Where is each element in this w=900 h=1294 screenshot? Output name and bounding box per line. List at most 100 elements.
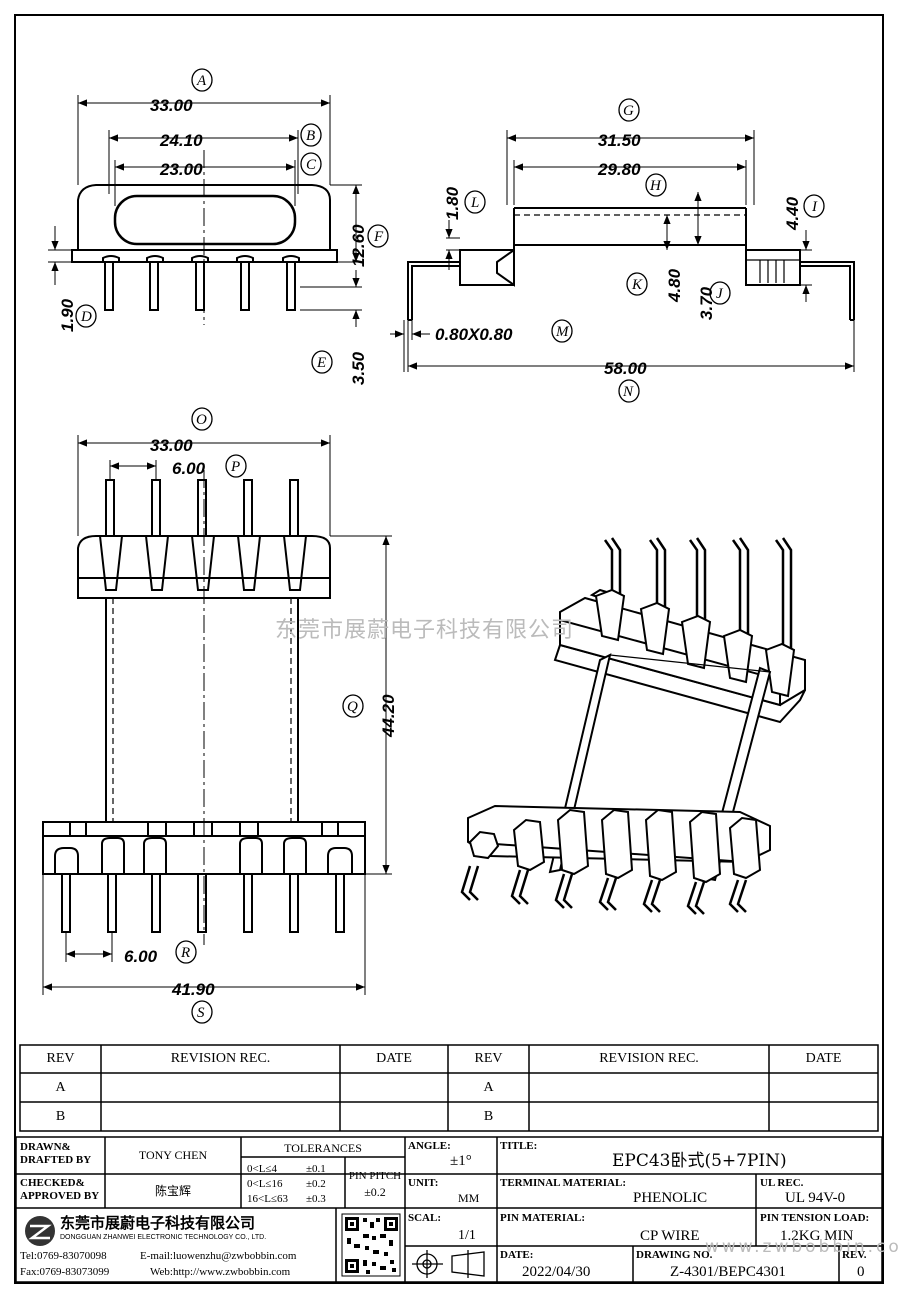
revision-rec-header-1: REVISION REC. xyxy=(170,1051,271,1066)
tol-value-3: ±0.3 xyxy=(306,1193,326,1205)
drawing-frame xyxy=(14,14,884,1284)
label-G: G xyxy=(623,103,634,119)
dim-B-value: 24.10 xyxy=(159,131,203,150)
watermark-url: www.zwbobbin.com xyxy=(705,1237,900,1257)
title-label: TITLE: xyxy=(500,1140,538,1152)
label-A: A xyxy=(196,73,207,89)
label-J: J xyxy=(716,286,724,302)
label-B: B xyxy=(306,128,315,144)
dim-G-value: 31.50 xyxy=(598,131,641,150)
scale-value: 1/1 xyxy=(458,1228,476,1243)
dim-N-value: 58.00 xyxy=(604,359,647,378)
company-email: E-mail:luowenzhu@zwbobbin.com xyxy=(140,1250,297,1262)
pin-pitch-value: ±0.2 xyxy=(364,1185,386,1199)
top-view-dimensions xyxy=(42,435,392,995)
angle-label: ANGLE: xyxy=(408,1140,451,1152)
label-O: O xyxy=(196,412,207,428)
iso-bottom-pin-bosses xyxy=(468,808,762,884)
terminal-material-label: TERMINAL MATERIAL: xyxy=(500,1177,627,1189)
label-H: H xyxy=(649,178,662,194)
rev-value: 0 xyxy=(857,1264,865,1280)
iso-top-pins xyxy=(603,537,793,654)
rev-row-a-right: A xyxy=(483,1080,494,1095)
label-M: M xyxy=(555,324,570,340)
front-view-pins xyxy=(102,255,300,311)
dim-O-value: 33.00 xyxy=(150,436,193,455)
dim-D-value: 1.90 xyxy=(58,298,77,332)
label-E: E xyxy=(316,355,326,371)
pin-pitch-label: PIN PITCH xyxy=(348,1170,402,1182)
drawn-label: DRAWN& DRAFTED BY xyxy=(20,1141,92,1166)
rev-header-1: REV xyxy=(46,1051,75,1066)
dim-M-value: 0.80X0.80 xyxy=(435,325,513,344)
dim-J-value: 3.70 xyxy=(697,286,716,320)
side-view-dimensions xyxy=(390,130,855,372)
drawing-no-label: DRAWING NO. xyxy=(636,1249,713,1261)
pin-tension-label: PIN TENSION LOAD: xyxy=(760,1212,870,1224)
tol-range-2: 0<L≤16 xyxy=(247,1178,283,1190)
rev-row-b-left: B xyxy=(55,1109,66,1124)
watermark-text: 东莞市展蔚电子科技有限公司 xyxy=(275,618,575,643)
top-view xyxy=(42,470,366,945)
date-value: 2022/04/30 xyxy=(522,1264,591,1280)
dim-C-value: 23.00 xyxy=(159,160,203,179)
pin-material-label: PIN MATERIAL: xyxy=(500,1212,586,1224)
unit-value: MM xyxy=(458,1191,480,1205)
ul-label: UL REC. xyxy=(760,1177,804,1189)
label-K: K xyxy=(631,277,643,293)
dim-K-value: 4.80 xyxy=(665,268,684,303)
company-name-cn: 东莞市展蔚电子科技有限公司 xyxy=(60,1214,256,1232)
dim-Q-value: 44.20 xyxy=(379,694,398,738)
ul-value: UL 94V-0 xyxy=(785,1190,846,1206)
tolerances-label: TOLERANCES xyxy=(284,1141,362,1155)
dim-R-value: 6.00 xyxy=(124,947,158,966)
dimension-labels xyxy=(75,68,825,1024)
front-view-dimensions xyxy=(48,95,362,327)
tol-value-2: ±0.2 xyxy=(306,1178,326,1190)
front-view xyxy=(71,150,338,325)
angle-value: ±1° xyxy=(450,1153,472,1169)
company-fax: Fax:0769-83073099 xyxy=(20,1266,110,1278)
pin-tension-value: 1.2KG MIN xyxy=(780,1228,854,1244)
top-view-lower-pins xyxy=(61,873,345,933)
label-L: L xyxy=(470,195,479,211)
tol-range-3: 16<L≤63 xyxy=(247,1193,288,1205)
dimension-texts: 33.00 24.10 23.00 1.90 3.50 12.60 31.50 … xyxy=(58,96,802,999)
iso-bottom-pins xyxy=(460,865,748,915)
company-name-en: DONGGUAN ZHANWEI ELECTRONIC TECHNOLOGY C… xyxy=(60,1234,267,1241)
dim-P-value: 6.00 xyxy=(172,459,206,478)
tol-value-1: ±0.1 xyxy=(306,1163,326,1175)
title-value: EPC43卧式(5+7PIN) xyxy=(612,1151,787,1171)
top-view-lower-pin-bosses xyxy=(54,837,353,874)
dim-I-value: 4.40 xyxy=(783,196,802,231)
label-Q: Q xyxy=(347,699,358,715)
pin-material-value: CP WIRE xyxy=(640,1228,700,1244)
rev-header-2: REV xyxy=(474,1051,503,1066)
date-header-2: DATE xyxy=(805,1051,842,1066)
dim-L-value: 1.80 xyxy=(443,186,462,220)
company-web: Web:http://www.zwbobbin.com xyxy=(150,1266,291,1278)
drawing-no-value: Z-4301/BEPC4301 xyxy=(670,1264,786,1280)
checked-value: 陈宝辉 xyxy=(154,1184,191,1198)
technical-drawing: 33.00 24.10 23.00 1.90 3.50 12.60 31.50 … xyxy=(42,68,855,1024)
label-I: I xyxy=(811,199,818,215)
date-header-1: DATE xyxy=(376,1051,412,1066)
side-view xyxy=(407,207,855,321)
rev-label: REV. xyxy=(842,1249,867,1261)
dim-S-value: 41.90 xyxy=(171,980,215,999)
label-N: N xyxy=(622,384,634,400)
tol-range-1: 0<L≤4 xyxy=(247,1163,277,1175)
dim-A-value: 33.00 xyxy=(150,96,193,115)
label-S: S xyxy=(197,1005,205,1021)
iso-top-pin-bosses xyxy=(594,588,796,698)
scale-label: SCAL: xyxy=(408,1212,442,1224)
date-label: DATE: xyxy=(500,1249,534,1261)
label-C: C xyxy=(306,157,317,173)
rev-row-a-left: A xyxy=(55,1080,66,1095)
drawn-value: TONY CHEN xyxy=(138,1148,208,1162)
dim-H-value: 29.80 xyxy=(597,160,641,179)
terminal-material-value: PHENOLIC xyxy=(633,1190,708,1206)
revision-rec-header-2: REVISION REC. xyxy=(599,1051,699,1066)
company-tel: Tel:0769-83070098 xyxy=(20,1250,107,1262)
